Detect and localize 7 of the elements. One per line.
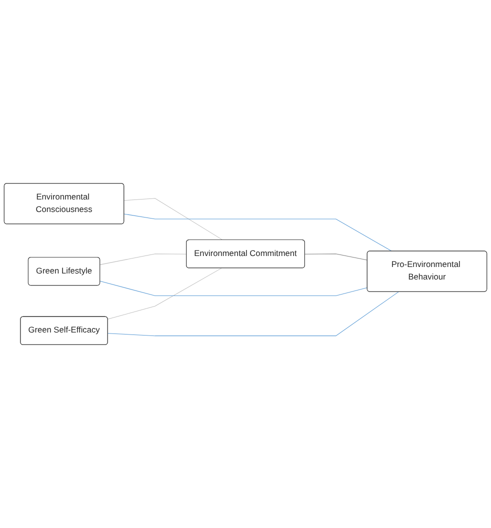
connector [100,254,187,265]
connector [124,214,392,252]
connector [124,198,224,240]
connector [108,268,222,320]
connector [108,292,399,336]
connector [100,280,368,296]
connector [304,254,368,260]
